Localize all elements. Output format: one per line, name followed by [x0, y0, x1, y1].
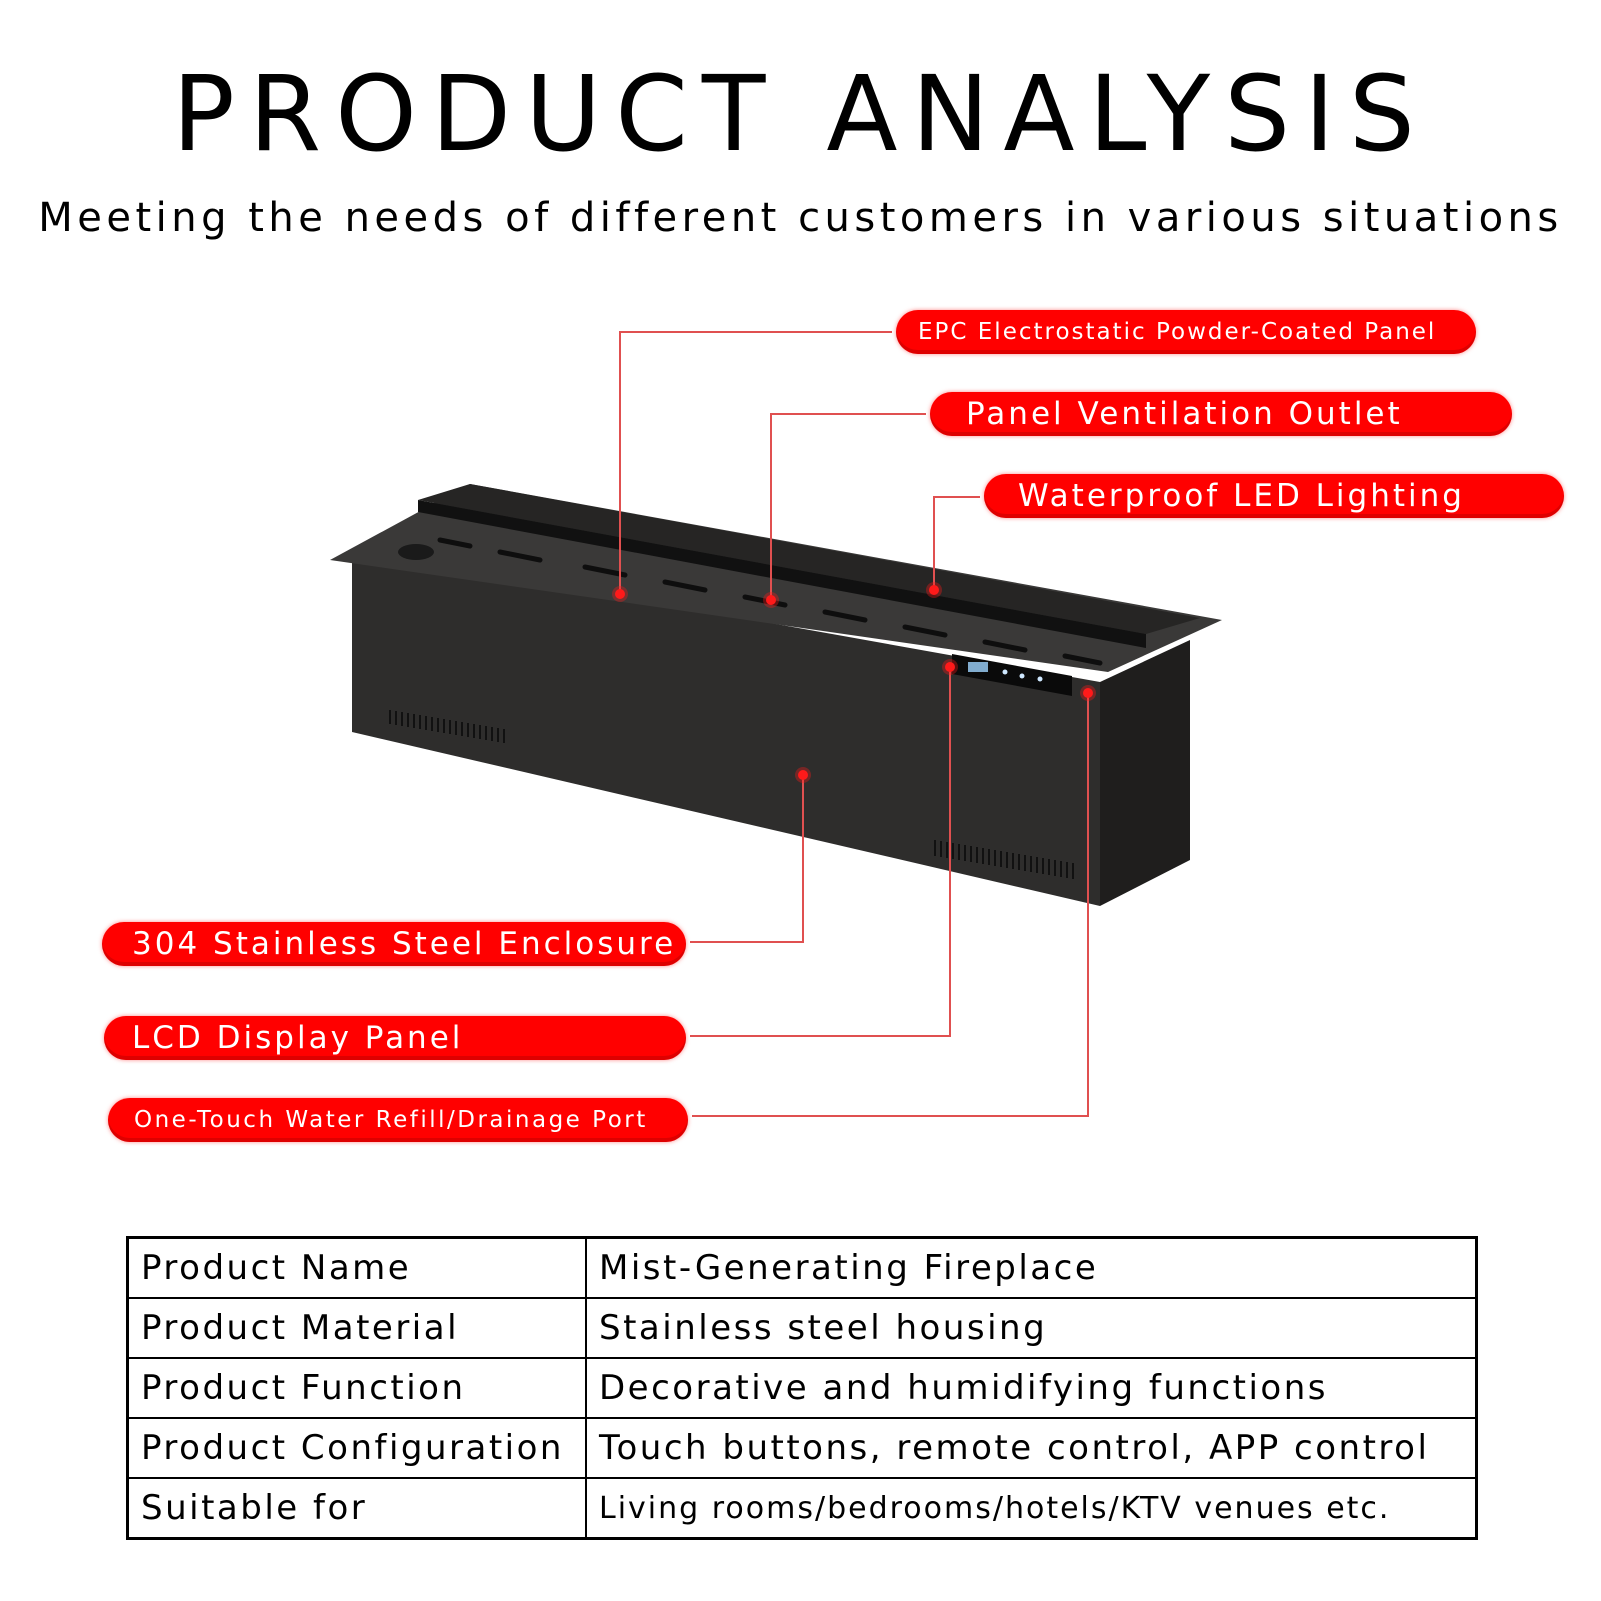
table-row: Suitable for Living rooms/bedrooms/hotel… [126, 1477, 1478, 1540]
callout-label: EPC Electrostatic Powder-Coated Panel [918, 319, 1437, 345]
leader-lines [619, 331, 1089, 1117]
table-row: Product Material Stainless steel housing [126, 1297, 1478, 1359]
callout-label: Panel Ventilation Outlet [966, 396, 1403, 432]
pointer-dots [612, 582, 1096, 783]
callout-epc-panel: EPC Electrostatic Powder-Coated Panel [896, 310, 1476, 354]
spec-value: Stainless steel housing [585, 1297, 1478, 1359]
callout-led-lighting: Waterproof LED Lighting [984, 474, 1564, 518]
table-row: Product Name Mist-Generating Fireplace [126, 1236, 1478, 1299]
spec-key: Product Material [126, 1297, 587, 1359]
spec-value: Living rooms/bedrooms/hotels/KTV venues … [585, 1477, 1478, 1540]
callout-water-port: One-Touch Water Refill/Drainage Port [108, 1098, 688, 1142]
table-row: Product Configuration Touch buttons, rem… [126, 1417, 1478, 1479]
page-subtitle: Meeting the needs of different customers… [38, 195, 1563, 241]
callout-label: One-Touch Water Refill/Drainage Port [134, 1107, 648, 1133]
spec-key: Product Function [126, 1357, 587, 1419]
spec-key: Suitable for [126, 1477, 587, 1540]
callout-lcd-display: LCD Display Panel [104, 1016, 686, 1060]
spec-table: Product Name Mist-Generating Fireplace P… [126, 1236, 1478, 1540]
callout-label: Waterproof LED Lighting [1018, 478, 1465, 514]
spec-key: Product Name [126, 1236, 587, 1299]
spec-value: Touch buttons, remote control, APP contr… [585, 1417, 1478, 1479]
callout-label: LCD Display Panel [132, 1020, 464, 1056]
fireplace-image [330, 484, 1222, 906]
spec-value: Decorative and humidifying functions [585, 1357, 1478, 1419]
page-title: PRODUCT ANALYSIS [172, 53, 1429, 175]
callout-ventilation-outlet: Panel Ventilation Outlet [930, 392, 1512, 436]
table-row: Product Function Decorative and humidify… [126, 1357, 1478, 1419]
spec-value: Mist-Generating Fireplace [585, 1236, 1478, 1299]
callout-label: 304 Stainless Steel Enclosure [132, 926, 677, 962]
callout-steel-enclosure: 304 Stainless Steel Enclosure [102, 922, 686, 966]
spec-key: Product Configuration [126, 1417, 587, 1479]
